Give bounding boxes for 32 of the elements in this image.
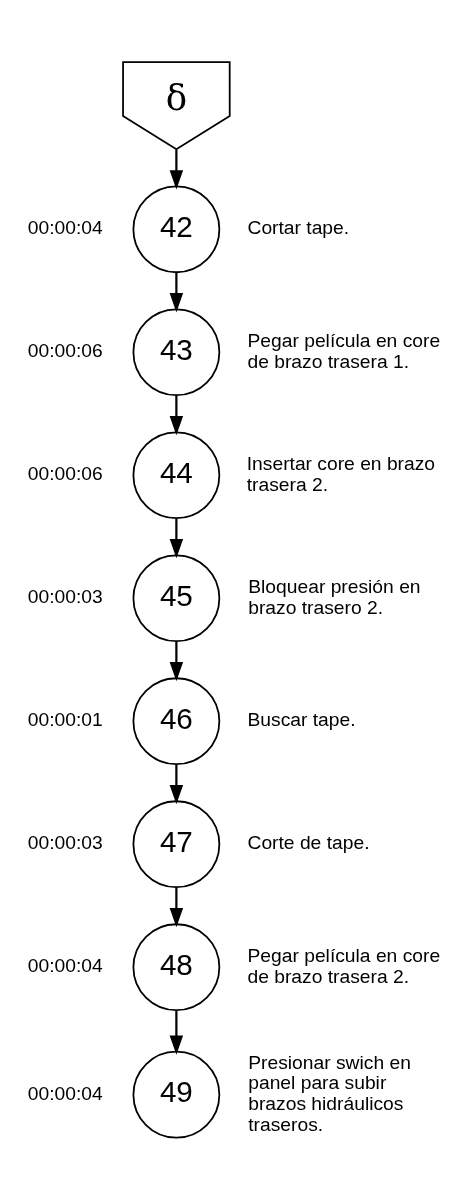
node-circle: 46 bbox=[132, 676, 221, 765]
node-label: Buscar tape. bbox=[247, 708, 356, 730]
node-circle: 47 bbox=[132, 799, 221, 888]
node-label: 00:00:03 bbox=[27, 831, 103, 853]
arrow bbox=[169, 1010, 184, 1055]
node-label: 00:00:01 bbox=[27, 708, 103, 730]
arrow bbox=[169, 149, 184, 189]
node-label: 00:00:06 bbox=[27, 339, 103, 361]
node-label: Bloquear presión en brazo trasero 2. bbox=[248, 575, 421, 618]
node-circle: 48 bbox=[132, 922, 221, 1011]
node-label: Cortar tape. bbox=[247, 216, 350, 238]
node-label: 00:00:04 bbox=[27, 216, 103, 238]
arrow bbox=[169, 395, 184, 435]
node-label: Presionar swich en panel para subir brazos hidráulicos traseros. bbox=[248, 1051, 411, 1135]
node-circle: 49 bbox=[132, 1050, 221, 1139]
arrow bbox=[169, 887, 184, 927]
arrow bbox=[169, 641, 184, 681]
node-label: Pegar película en core de brazo trasera 2. bbox=[247, 944, 441, 987]
node-circle: 44 bbox=[132, 430, 221, 519]
arrow bbox=[169, 518, 184, 558]
node-label: Pegar película en core de brazo trasera 1. bbox=[247, 329, 441, 372]
node-circle: 43 bbox=[132, 307, 221, 396]
node-label: 00:00:06 bbox=[27, 462, 103, 484]
node-label: 00:00:04 bbox=[27, 954, 103, 976]
node-circle: 45 bbox=[132, 553, 221, 642]
node-label: Corte de tape. bbox=[247, 831, 370, 853]
node-circle: 42 bbox=[132, 184, 221, 273]
node-label: 00:00:03 bbox=[27, 585, 103, 607]
node-label: 00:00:04 bbox=[27, 1082, 103, 1104]
arrow bbox=[169, 764, 184, 804]
arrow bbox=[169, 272, 184, 312]
node-label: Insertar core en brazo trasera 2. bbox=[246, 452, 436, 495]
